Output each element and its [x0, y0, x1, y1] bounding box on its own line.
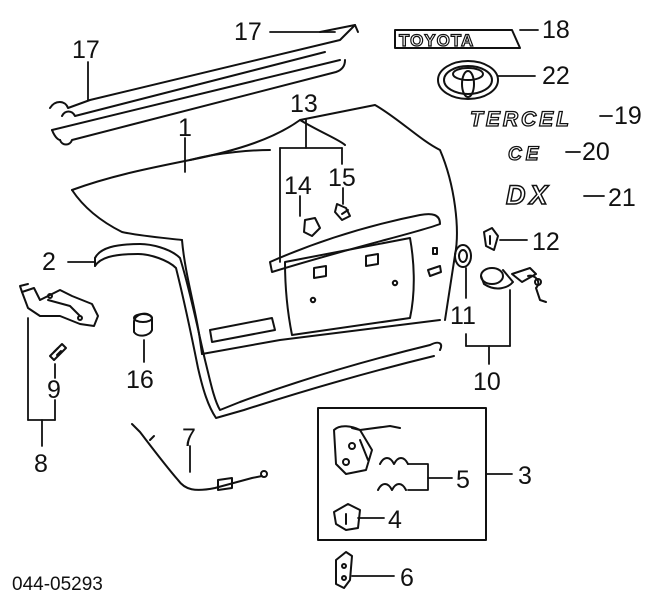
- callout-10: 10: [473, 368, 501, 396]
- ce-wordmark: CE: [508, 144, 542, 165]
- hinge-bolt: [49, 343, 67, 361]
- callout-8: 8: [34, 450, 48, 478]
- toyota-wordmark: TOYOTA: [399, 31, 474, 50]
- cylinder-gasket: [454, 244, 472, 268]
- torsion-bars: [49, 24, 359, 146]
- callout-18: 18: [542, 16, 570, 44]
- callout-20: 20: [582, 138, 610, 166]
- toyota-emblem-plate: [394, 29, 521, 49]
- callout-11: 11: [450, 302, 476, 330]
- lock-striker: [335, 551, 353, 589]
- callout-14: 14: [284, 172, 312, 200]
- emblem-words: TOYOTA TERCEL CE DX: [398, 30, 572, 210]
- callout-3: 3: [518, 462, 532, 490]
- callout-15: 15: [328, 164, 356, 192]
- callout-17-top: 17: [234, 18, 262, 46]
- callout-12: 12: [532, 228, 560, 256]
- callout-6: 6: [400, 564, 414, 592]
- callout-13: 13: [290, 90, 318, 118]
- garnish-nut: [303, 217, 321, 237]
- hinge: [19, 283, 99, 327]
- cylinder-retainer: [483, 227, 499, 251]
- release-cable: [131, 423, 268, 491]
- lock-cylinder: [480, 267, 547, 303]
- leader-lines: [27, 29, 613, 577]
- callout-2: 2: [42, 248, 56, 276]
- diagram-code: 044-05293: [12, 574, 103, 595]
- tercel-wordmark: TERCEL: [470, 108, 572, 131]
- trunk-lid: [71, 104, 458, 355]
- toyota-logo-emblem: [437, 60, 499, 100]
- garnish-screw: [334, 203, 351, 221]
- callout-1: 1: [178, 114, 192, 142]
- callout-4: 4: [388, 506, 402, 534]
- callout-21: 21: [608, 184, 636, 212]
- callout-16: 16: [126, 366, 154, 394]
- callout-numbers: 1 2 3 4 5 6 7 8 9 10 11 12 13 14 15 16 1…: [12, 16, 642, 595]
- callout-7: 7: [182, 424, 196, 452]
- callout-22: 22: [542, 62, 570, 90]
- dx-wordmark: DX: [506, 180, 552, 210]
- callout-5: 5: [456, 466, 470, 494]
- callout-19: 19: [614, 102, 642, 130]
- callout-9: 9: [47, 376, 61, 404]
- cushion: [133, 312, 153, 337]
- lock-assembly-box: [317, 407, 487, 541]
- callout-17-left: 17: [72, 36, 100, 64]
